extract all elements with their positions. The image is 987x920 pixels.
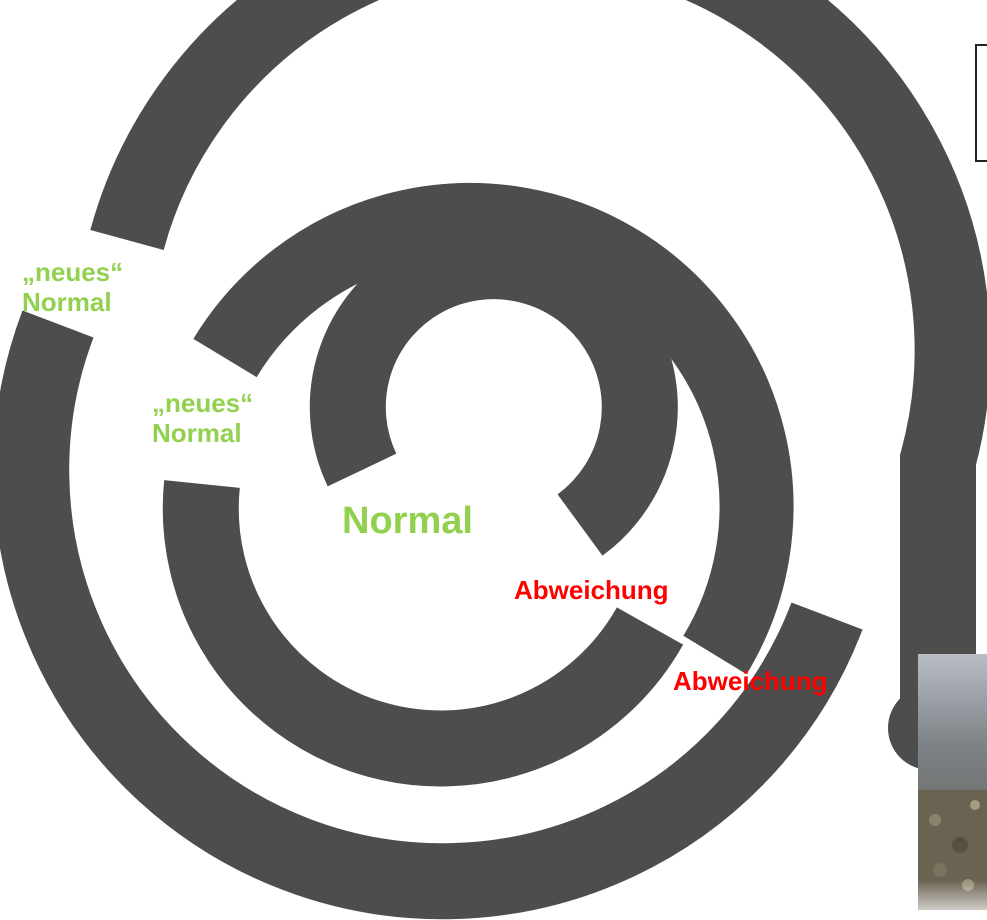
label-inner-new-normal: „neues“ Normal bbox=[152, 388, 254, 448]
spiral-outer-bottom-arc bbox=[0, 310, 863, 920]
spiral-middle-top-arc bbox=[193, 183, 794, 675]
text-box-frame bbox=[975, 44, 987, 162]
photo-fragment bbox=[918, 654, 987, 920]
spiral-outer-arc bbox=[90, 0, 987, 720]
label-outer-new-normal: „neues“ Normal bbox=[22, 257, 124, 317]
label-outer-deviation: Abweichung bbox=[673, 666, 828, 696]
spiral-inner-arc bbox=[309, 223, 678, 556]
spiral-middle-bottom-arc bbox=[162, 480, 684, 787]
label-inner-deviation: Abweichung bbox=[514, 575, 669, 605]
label-center-normal: Normal bbox=[342, 500, 473, 542]
